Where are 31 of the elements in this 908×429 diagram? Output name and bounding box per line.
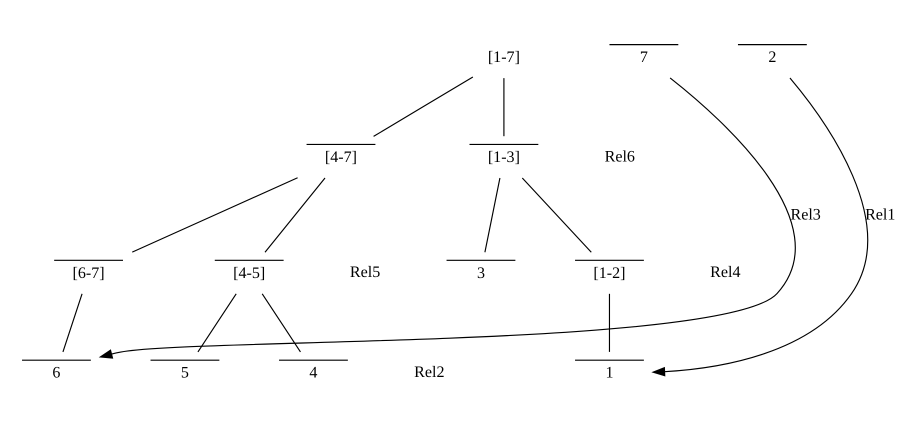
edge-label: Rel1 [865, 206, 896, 223]
connector [262, 293, 301, 352]
node-text: [1-7] [488, 48, 520, 66]
connector [264, 177, 326, 252]
edge-label: Rel3 [790, 206, 821, 223]
connector [62, 293, 83, 352]
node-text: 1 [605, 364, 614, 382]
label: Rel6 [604, 148, 635, 165]
connector [522, 177, 592, 252]
label: Rel5 [350, 264, 380, 281]
node-text: [1-3] [488, 148, 520, 166]
arrow [98, 76, 796, 358]
node-text: [1-2] [593, 264, 626, 282]
node-text: [6-7] [72, 264, 105, 282]
connector [197, 293, 237, 352]
node-text: 4 [309, 364, 318, 382]
node-text: 6 [52, 364, 60, 382]
connector [132, 176, 298, 252]
node-text: 2 [768, 48, 776, 66]
node-text: 5 [180, 364, 189, 382]
node-text: [4-5] [233, 264, 266, 282]
connector [503, 78, 504, 136]
label: Rel4 [710, 264, 740, 281]
label: Rel2 [414, 364, 444, 381]
arrow [651, 77, 868, 376]
connector [608, 293, 610, 352]
connector [373, 76, 474, 136]
node-text: 3 [476, 264, 485, 282]
connector [484, 177, 500, 252]
node-text: 7 [640, 48, 648, 66]
node-text: [4-7] [324, 148, 358, 166]
